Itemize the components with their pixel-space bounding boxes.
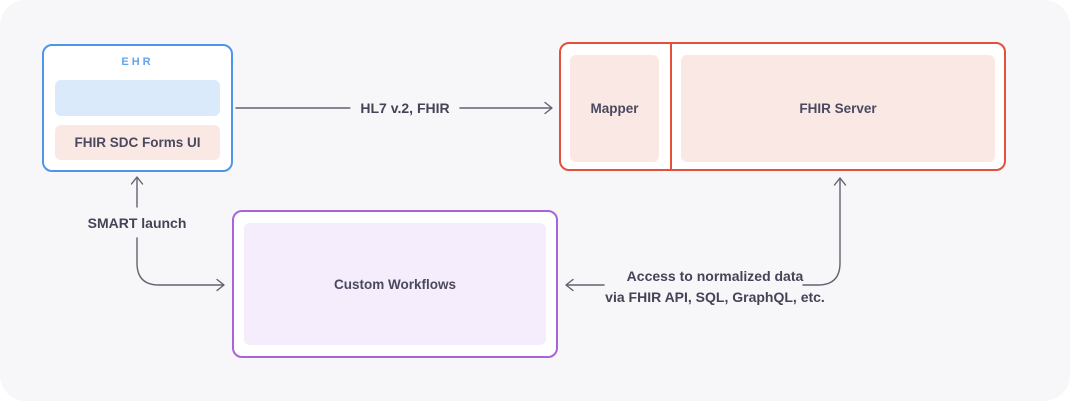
custom-workflows-node: Custom Workflows <box>244 223 546 345</box>
ehr-box: EHR FHIR SDC Forms UI <box>42 44 233 172</box>
edge-access-left-arrowhead <box>565 278 574 292</box>
edge-label-access-line2: via FHIR API, SQL, GraphQL, etc. <box>605 289 825 305</box>
edge-smart-curve-line <box>136 237 224 286</box>
edge-label-access-line1: Access to normalized data <box>626 268 804 284</box>
custom-workflows-box: Custom Workflows <box>232 210 558 358</box>
ehr-box-title: EHR <box>121 56 154 68</box>
fhir-server-node: FHIR Server <box>681 55 995 162</box>
box-divider <box>670 44 672 169</box>
ehr-empty-slot <box>55 80 220 116</box>
edge-smart-curve-arrowhead <box>216 278 225 292</box>
mapper-node: Mapper <box>570 55 659 162</box>
edge-label-smart-launch: SMART launch <box>87 215 187 231</box>
edge-smart-up-arrowhead <box>130 176 144 185</box>
edge-label-hl7: HL7 v.2, FHIR <box>350 100 460 116</box>
edge-hl7-arrowhead-right <box>544 101 553 115</box>
edge-access-up-arrowhead <box>833 177 847 186</box>
mapper-fhir-server-box: Mapper FHIR Server <box>559 42 1006 171</box>
fhir-sdc-forms-ui-node: FHIR SDC Forms UI <box>55 125 220 160</box>
edge-label-access: Access to normalized data via FHIR API, … <box>605 266 825 308</box>
